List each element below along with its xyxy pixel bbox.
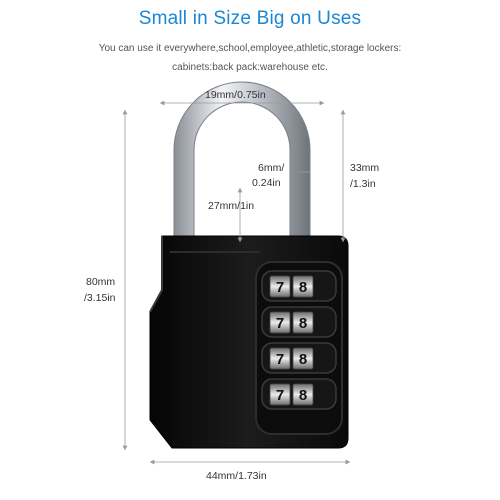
dial-wheel[interactable] (269, 347, 291, 370)
lock-body-bevel (149, 236, 163, 313)
dial-digit-left: 7 (276, 279, 284, 296)
label-thickness-1: 6mm/ (258, 162, 285, 174)
dial-wheel[interactable] (292, 383, 314, 406)
dial-digit-left: 7 (276, 351, 284, 368)
dial-digit-left: 7 (276, 387, 284, 404)
dial-wheel[interactable] (292, 347, 314, 370)
dial-wheel[interactable] (269, 383, 291, 406)
subtitle-line-2: cabinets:back pack:warehouse etc. (172, 62, 328, 73)
label-body-width: 44mm/1.73in (206, 470, 267, 482)
dial-wheel[interactable] (269, 275, 291, 298)
dial-digit-right: 8 (299, 387, 307, 404)
dial-wheel[interactable] (292, 311, 314, 334)
headline: Small in Size Big on Uses (138, 8, 362, 29)
label-total-height-1: 80mm (86, 276, 116, 288)
label-shackle-height-1: 33mm (350, 162, 380, 174)
label-shackle-height-2: /1.3in (350, 178, 376, 190)
dial-wheel[interactable] (292, 275, 314, 298)
shackle (173, 81, 311, 241)
subtitle-line-1: You can use it everywhere,school,employe… (98, 43, 402, 54)
dial-wheel[interactable] (269, 311, 291, 334)
dial-digit-right: 8 (299, 351, 307, 368)
label-total-height-2: /3.15in (84, 292, 116, 304)
label-clearance: 27mm/1in (208, 200, 255, 212)
label-thickness-2: 0.24in (252, 177, 281, 189)
dial-digit-left: 7 (276, 315, 284, 332)
dial-digit-right: 8 (299, 279, 307, 296)
label-shackle-width: 19mm/0.75in (205, 89, 266, 101)
dial-digit-right: 8 (299, 315, 307, 332)
